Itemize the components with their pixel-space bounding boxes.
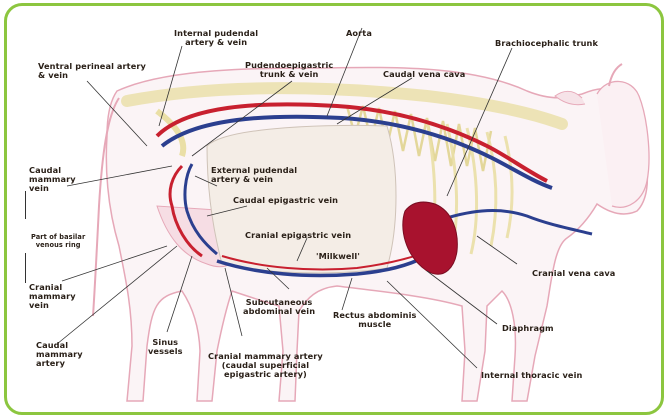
label-subcutaneous-abdominal-vein: Subcutaneous abdominal vein — [243, 298, 315, 316]
label-internal-pudendal: Internal pudendal artery & vein — [174, 29, 258, 47]
label-cranial-vena-cava: Cranial vena cava — [532, 269, 615, 278]
label-brachiocephalic-trunk: Brachiocephalic trunk — [495, 39, 598, 48]
diagram-frame: Internal pudendal artery & vein Aorta Br… — [4, 3, 664, 415]
label-rectus-abdominis: Rectus abdominis muscle — [333, 311, 417, 329]
label-cranial-mammary-vein: Cranial mammary vein — [29, 283, 76, 310]
label-milkwell: 'Milkwell' — [316, 252, 360, 261]
bracket-lower — [25, 253, 26, 283]
label-basilar-venous-ring: Part of basilar venous ring — [31, 234, 85, 249]
label-caudal-epigastric-vein: Caudal epigastric vein — [233, 196, 338, 205]
label-ventral-perineal: Ventral perineal artery & vein — [38, 62, 146, 80]
label-pudendoepigastric: Pudendoepigastric trunk & vein — [245, 61, 333, 79]
label-cranial-mammary-artery: Cranial mammary artery (caudal superfici… — [208, 352, 323, 379]
label-caudal-vena-cava: Caudal vena cava — [383, 70, 465, 79]
label-cranial-epigastric-vein: Cranial epigastric vein — [245, 231, 351, 240]
label-internal-thoracic-vein: Internal thoracic vein — [481, 371, 582, 380]
bracket-upper — [25, 191, 26, 219]
label-aorta: Aorta — [346, 29, 372, 38]
label-caudal-mammary-artery: Caudal mammary artery — [36, 341, 83, 368]
label-caudal-mammary-vein: Caudal mammary vein — [29, 166, 76, 193]
label-sinus-vessels: Sinus vessels — [148, 338, 183, 356]
label-external-pudendal: External pudendal artery & vein — [211, 166, 297, 184]
label-diaphragm: Diaphragm — [502, 324, 554, 333]
